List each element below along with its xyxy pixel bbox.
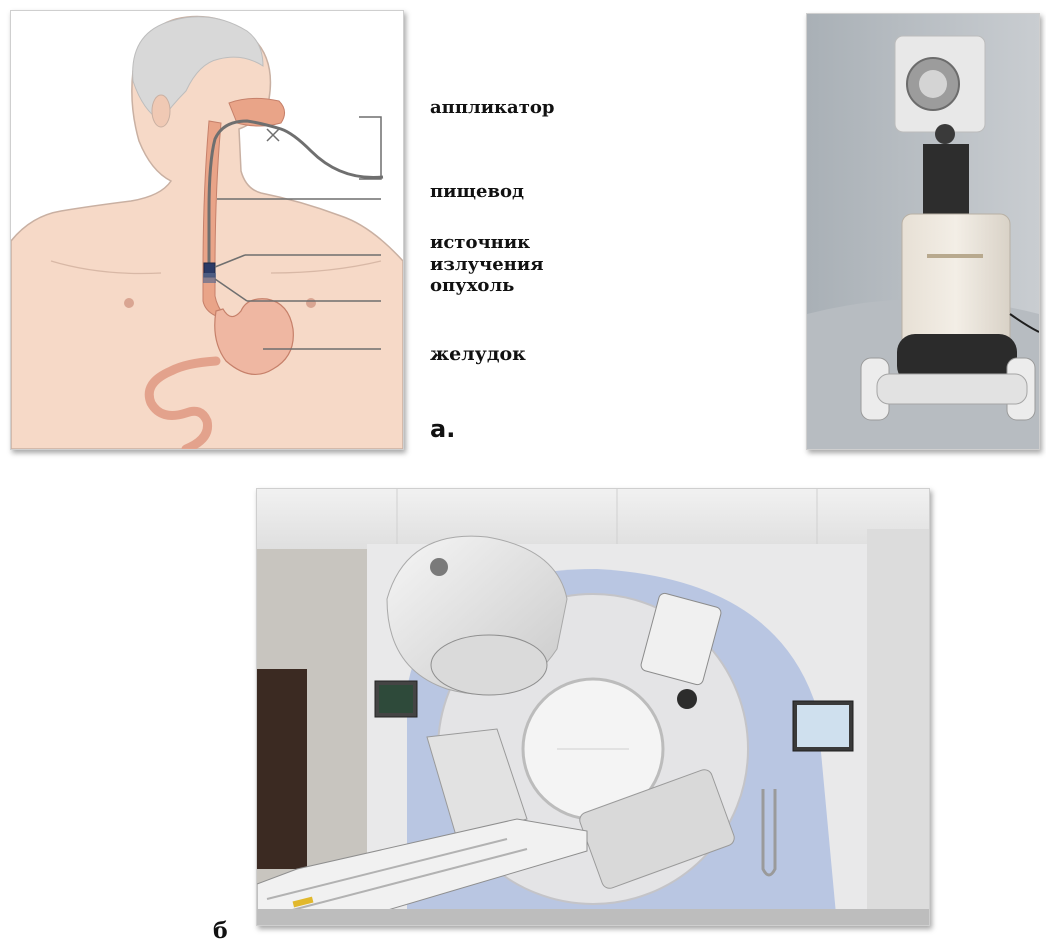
panel-a-letter: а. bbox=[430, 415, 455, 443]
doorway bbox=[257, 669, 307, 869]
left-monitor-screen bbox=[379, 685, 413, 713]
floor bbox=[257, 909, 929, 925]
linear-accelerator-photo bbox=[256, 488, 930, 926]
nipple-left bbox=[124, 298, 134, 308]
esophagus-label: пищевод bbox=[430, 181, 524, 203]
linac-room-illustration bbox=[257, 489, 929, 925]
device-body-logo bbox=[927, 254, 983, 258]
right-monitor-screen bbox=[797, 705, 849, 747]
stomach-label: желудок bbox=[430, 343, 526, 365]
panel-b-letter: б bbox=[213, 918, 228, 944]
afterloader-illustration bbox=[807, 14, 1039, 449]
esophageal-brachytherapy-diagram bbox=[11, 11, 403, 449]
radiation-source-label-line1: источник bbox=[430, 232, 530, 254]
device-head-knob bbox=[935, 124, 955, 144]
ear-shape bbox=[152, 95, 170, 127]
device-head-lens-inner bbox=[919, 70, 947, 98]
linac-collimator bbox=[431, 635, 547, 695]
brachytherapy-device-photo bbox=[806, 13, 1040, 450]
tumor-region bbox=[203, 273, 216, 283]
anatomy-illustration-panel bbox=[10, 10, 404, 450]
applicator-bracket bbox=[359, 117, 381, 179]
radiation-source-label-line2: излучения bbox=[430, 254, 544, 276]
imager-knob bbox=[677, 689, 697, 709]
right-wall bbox=[867, 529, 929, 925]
applicator-label: аппликатор bbox=[430, 97, 554, 119]
device-wheel-base bbox=[877, 374, 1027, 404]
linac-head-port bbox=[430, 558, 448, 576]
device-neck bbox=[923, 144, 969, 219]
nipple-right bbox=[306, 298, 316, 308]
tumor-label: опухоль bbox=[430, 275, 514, 297]
catheter-tie-mark bbox=[267, 129, 279, 141]
